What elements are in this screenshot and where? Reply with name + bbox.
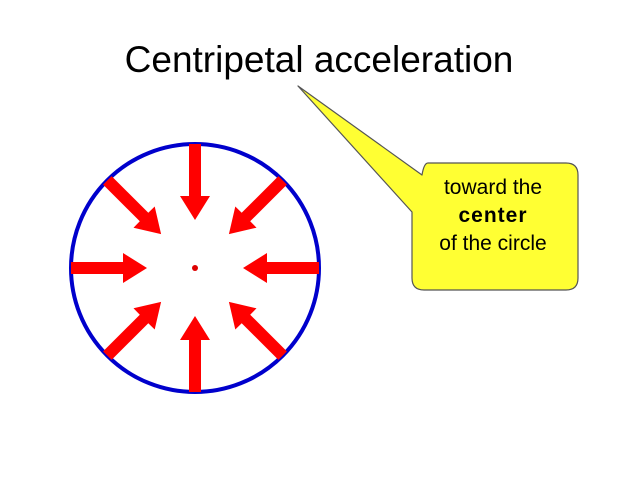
arrow-top-icon: [180, 144, 210, 220]
arrow-bottom-left-icon: [103, 301, 162, 360]
inward-arrows: [71, 144, 319, 392]
arrow-right-icon: [243, 253, 319, 283]
arrow-top-right-icon: [228, 176, 287, 235]
arrow-left-icon: [71, 253, 147, 283]
slide-title: Centripetal acceleration: [124, 39, 514, 80]
callout-line-3: of the circle: [439, 232, 547, 255]
arrow-bottom-icon: [180, 316, 210, 392]
circle-center-dot: [192, 265, 198, 271]
callout-line-1: toward the: [443, 176, 543, 199]
arrow-bottom-right-icon: [228, 301, 287, 360]
callout-line-2: center: [458, 204, 528, 227]
callout-balloon: [297, 85, 579, 291]
callout-text: toward the center of the circle: [412, 174, 574, 258]
arrow-top-left-icon: [103, 176, 162, 235]
